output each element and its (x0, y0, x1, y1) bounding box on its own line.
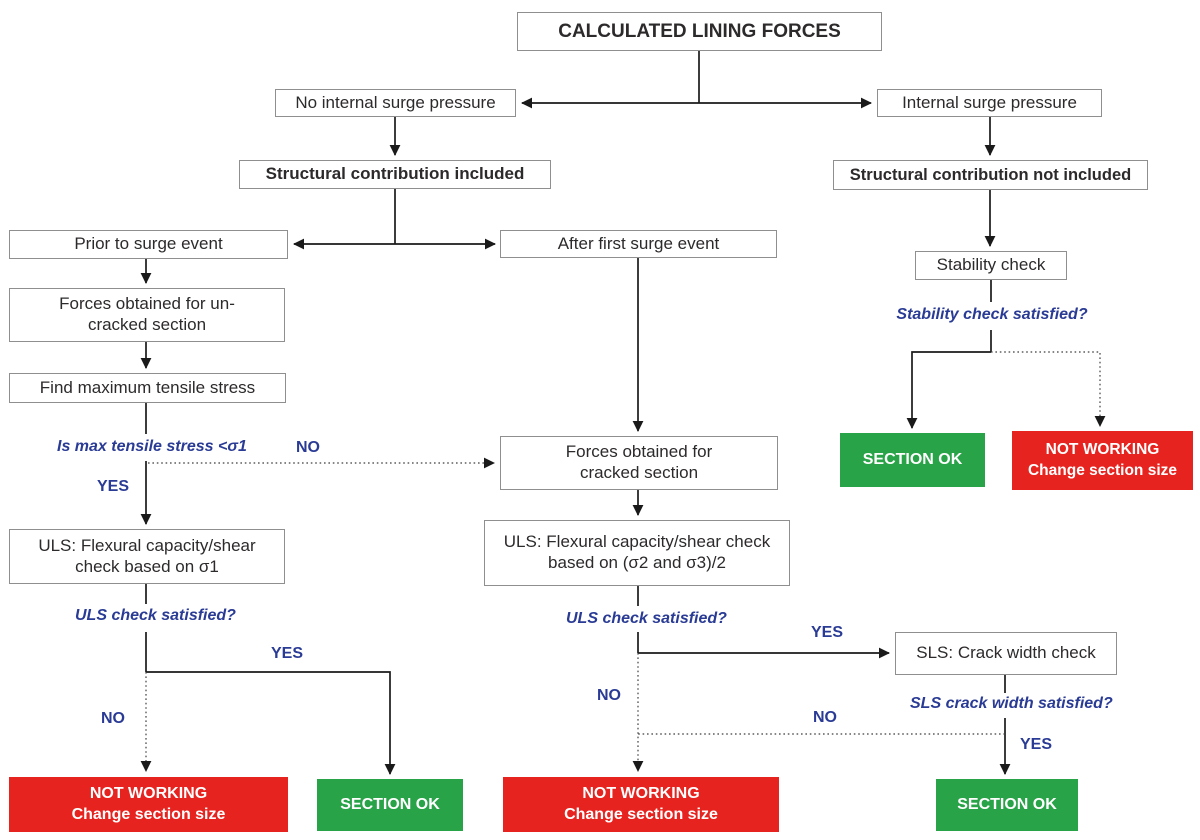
outcome-not-working-stability: NOT WORKING Change section size (1012, 431, 1193, 490)
question-sls-satisfied: SLS crack width satisfied? (910, 695, 1113, 712)
label-yes-max-tensile: YES (97, 478, 130, 495)
node-stability-check: Stability check (915, 251, 1067, 280)
outcome-section-ok-uls-left: SECTION OK (317, 779, 463, 831)
outcome-line: NOT WORKING (1045, 441, 1160, 459)
node-forces-cracked-section: Forces obtained for cracked section (500, 436, 778, 490)
node-calculated-lining-forces: CALCULATED LINING FORCES (517, 12, 882, 51)
question-stability-satisfied: Stability check satisfied? (896, 306, 1088, 323)
node-label: Forces obtained for un-cracked section (59, 294, 235, 334)
node-label: ULS: Flexural capacity/shear check based… (503, 532, 771, 572)
outcome-section-ok-sls: SECTION OK (936, 779, 1078, 831)
label-no-uls-left: NO (101, 710, 125, 727)
label-yes-uls-mid: YES (811, 624, 844, 641)
outcome-line: Change section size (1027, 461, 1177, 479)
node-label: Forces obtained for cracked section (565, 442, 713, 482)
label-no-max-tensile: NO (296, 439, 320, 456)
question-max-tensile-stress: Is max tensile stress <σ1 (57, 438, 247, 455)
question-uls-mid-satisfied: ULS check satisfied? (566, 610, 727, 627)
node-after-first-surge-event: After first surge event (500, 230, 777, 258)
outcome-line: NOT WORKING (582, 784, 700, 802)
outcome-not-working-mid: NOT WORKING Change section size (503, 777, 779, 832)
node-no-internal-surge-pressure: No internal surge pressure (275, 89, 516, 117)
outcome-line: Change section size (71, 805, 226, 823)
node-prior-to-surge-event: Prior to surge event (9, 230, 288, 259)
outcome-section-ok-stability: SECTION OK (840, 433, 985, 487)
label-yes-sls: YES (1020, 736, 1053, 753)
outcome-line: NOT WORKING (89, 784, 208, 802)
node-sls-crack-width-check: SLS: Crack width check (895, 632, 1117, 675)
outcome-not-working-uls-left: NOT WORKING Change section size (9, 777, 288, 832)
node-structural-contribution-included: Structural contribution included (239, 160, 551, 189)
label-yes-uls-left: YES (271, 645, 304, 662)
node-internal-surge-pressure: Internal surge pressure (877, 89, 1102, 117)
node-structural-contribution-not-included: Structural contribution not included (833, 160, 1148, 190)
outcome-line: Change section size (564, 805, 718, 823)
label-no-uls-mid: NO (597, 687, 621, 704)
question-uls-left-satisfied: ULS check satisfied? (75, 607, 236, 624)
node-label: ULS: Flexural capacity/shear check based… (38, 535, 256, 576)
node-find-max-tensile-stress: Find maximum tensile stress (9, 373, 286, 403)
node-uls-check-sigma23: ULS: Flexural capacity/shear check based… (484, 520, 790, 586)
node-forces-uncracked-section: Forces obtained for un-cracked section (9, 288, 285, 342)
node-uls-check-sigma1: ULS: Flexural capacity/shear check based… (9, 529, 285, 584)
label-no-sls: NO (813, 709, 837, 726)
